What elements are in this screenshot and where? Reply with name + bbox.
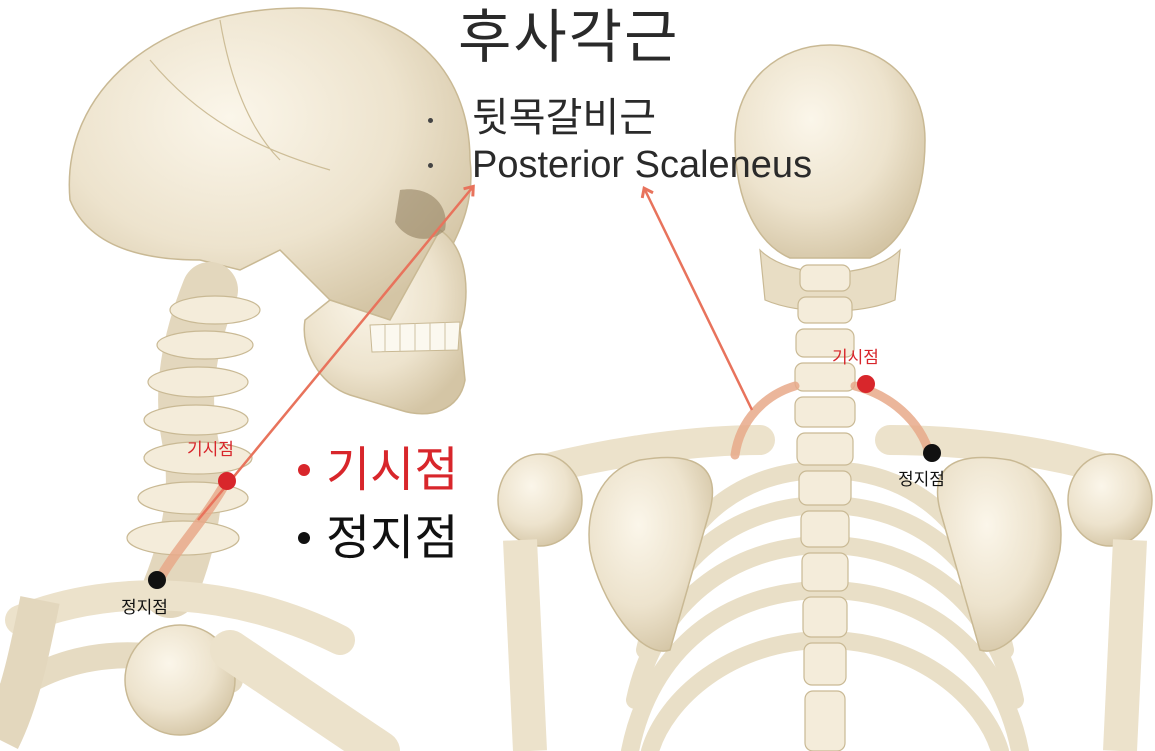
origin-marker-right: [857, 375, 875, 393]
legend-item-insertion: 정지점: [298, 514, 458, 562]
legend-label: 기시점: [326, 446, 458, 494]
insertion-marker-left: [148, 571, 166, 589]
right-pointer-arrow: [645, 190, 752, 410]
legend-dot-black: [298, 532, 310, 544]
legend-label: 정지점: [326, 514, 458, 562]
origin-label-left: 기시점: [187, 442, 234, 459]
legend-dot-red: [298, 464, 310, 476]
legend-item-origin: 기시점: [298, 446, 458, 494]
bullet-dot: [428, 163, 433, 168]
english-name: Posterior Scaleneus: [472, 146, 812, 184]
lateral-skeleton: [0, 8, 471, 751]
korean-name: 뒷목갈비근: [472, 98, 656, 138]
page-title: 후사각근: [458, 8, 679, 66]
insertion-marker-right: [923, 444, 941, 462]
insertion-label-right: 정지점: [898, 472, 945, 489]
insertion-label-left: 정지점: [121, 600, 168, 617]
bullet-dot: [428, 118, 433, 123]
origin-label-right: 기시점: [832, 350, 879, 367]
origin-marker-left: [218, 472, 236, 490]
